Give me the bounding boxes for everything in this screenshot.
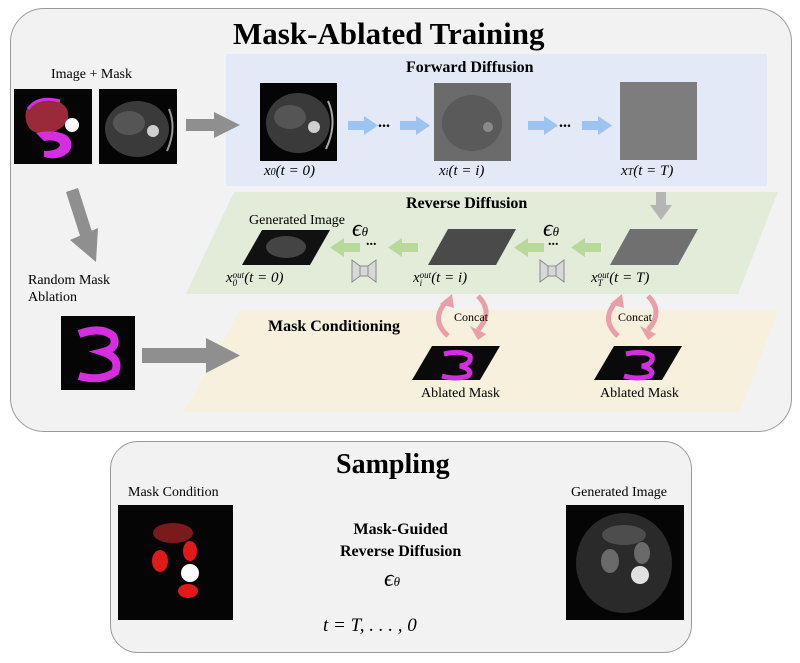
arrow-to-conditioning (142, 338, 240, 373)
model-symbol-left: ϵθ (352, 216, 369, 242)
arrow-reverse-4 (330, 238, 360, 257)
sampling-generated-image (566, 505, 684, 620)
xi-spine-shape (483, 122, 493, 132)
sampler-model-symbol: ϵθ (384, 566, 401, 592)
forward-xT-label: xT(t = T) (621, 163, 674, 179)
mask-condition-label: Mask Condition (128, 485, 219, 500)
kidney-mask-shape (36, 131, 72, 159)
ablated-mask-shape-1 (441, 349, 473, 381)
x0-rib-shape (325, 100, 334, 150)
mask-condition-image (118, 505, 233, 620)
arrow-to-random-ablation (66, 188, 98, 262)
training-ct-image (99, 89, 177, 164)
forward-diffusion-title: Forward Diffusion (406, 59, 534, 76)
forward-xi-label: xi(t = i) (439, 163, 485, 179)
generated-kidney-right (634, 542, 650, 564)
model-symbol-right: ϵθ (543, 216, 560, 242)
generated-liver-shape (602, 525, 646, 545)
ellipsis-forward-left: ... (378, 114, 390, 131)
reverse-xT-image (610, 229, 698, 265)
forward-xi-image (434, 83, 511, 161)
arrow-forward-3 (528, 116, 558, 135)
forward-x0-drawing (266, 93, 334, 153)
arrow-forward-1 (348, 116, 378, 135)
ablated-mask-shape-2 (623, 349, 655, 381)
training-ct-drawing (105, 101, 174, 157)
ablated-mask-image-2 (594, 346, 682, 380)
condition-bottom-shape (178, 584, 198, 598)
generated-image-label-training: Generated Image (249, 213, 345, 228)
generated-kidney-left (601, 549, 619, 573)
condition-kidney-right (183, 541, 197, 561)
condition-kidney-left (152, 550, 168, 572)
ablated-mask-label-right: Ablated Mask (600, 386, 679, 401)
condition-liver-shape (153, 523, 193, 543)
arrow-reverse-1 (571, 238, 601, 257)
generated-spine-shape (631, 566, 649, 584)
training-mask-image (14, 89, 92, 164)
x0-spine-shape (308, 121, 320, 133)
ct-liver-shape (113, 111, 145, 135)
ct-spine-shape (147, 125, 159, 137)
sampling-timesteps: t = T, . . . , 0 (323, 615, 417, 636)
concat-arrows-left (436, 294, 489, 340)
mask-conditioning-title: Mask Conditioning (268, 318, 401, 335)
generated-image-drawing (576, 513, 672, 613)
x0-liver-shape (274, 105, 306, 129)
arrow-forward-4 (582, 116, 612, 135)
ct-rib-shape (166, 108, 174, 152)
network-icon-left (351, 259, 377, 283)
ellipsis-reverse-right: ... (548, 234, 559, 249)
concat-label-right: Concat (618, 310, 652, 324)
arrow-forward-to-reverse (650, 192, 672, 220)
reverse-x0-body-shape (266, 236, 306, 258)
concat-label-left: Concat (454, 310, 488, 324)
network-icon-right (539, 259, 565, 283)
spine-mask-shape (65, 118, 79, 132)
image-mask-label: Image + Mask (51, 67, 132, 82)
liver-mask-shape (25, 100, 69, 134)
generated-body-shape (576, 513, 672, 613)
arrow-reverse-3 (388, 238, 418, 257)
training-title: Mask-Ablated Training (233, 16, 545, 51)
forward-x0-image (260, 83, 337, 161)
sampler-box-title: Mask-Guided Reverse Diffusion (340, 521, 462, 560)
arrow-forward-2 (400, 116, 430, 135)
random-ablated-mask-drawing (77, 326, 121, 383)
arrow-reverse-2 (514, 238, 544, 257)
forward-x0-label: x0(t = 0) (264, 163, 315, 179)
forward-xT-image (620, 82, 697, 160)
training-mask-drawing (25, 97, 79, 159)
arrow-image-to-forward (186, 112, 240, 138)
ellipsis-reverse-left: ... (366, 234, 377, 249)
random-ablated-mask-shape (77, 326, 121, 383)
reverse-diffusion-title: Reverse Diffusion (406, 195, 528, 212)
ellipsis-forward-right: ... (559, 114, 571, 131)
sampling-title: Sampling (336, 449, 450, 480)
condition-spine-shape (181, 564, 199, 582)
xi-body-shape (442, 95, 502, 151)
random-ablated-mask-image (61, 316, 135, 390)
ablated-mask-label-left: Ablated Mask (421, 386, 500, 401)
sampling-generated-image-label: Generated Image (571, 485, 667, 500)
concat-arrows-right (606, 294, 659, 340)
mask-condition-drawing (152, 523, 199, 598)
forward-xi-drawing (442, 95, 502, 151)
reverse-xi-image (428, 229, 516, 265)
ablated-mask-image-1 (412, 346, 500, 380)
random-mask-ablation-label: Random Mask Ablation (28, 273, 111, 305)
mask-outline-shape (26, 97, 61, 110)
